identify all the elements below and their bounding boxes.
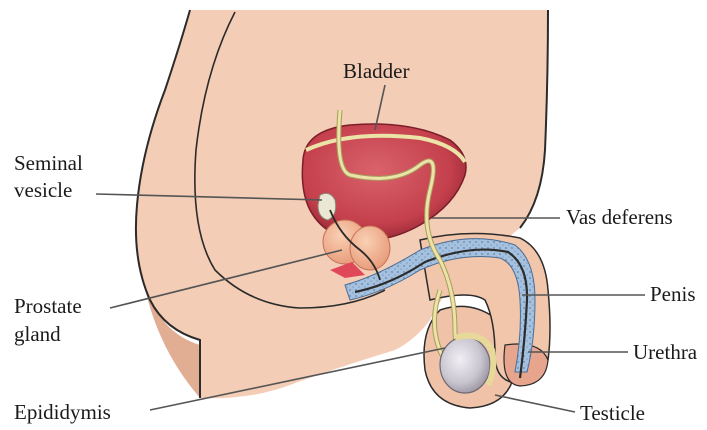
label-epididymis: Epididymis [14,400,111,424]
prostate-right [350,226,390,270]
label-bladder: Bladder [343,59,409,83]
leader-testicle [495,395,575,412]
label-prostate-line2: gland [14,322,61,346]
label-seminal-vesicle-line2: vesicle [14,178,72,202]
label-seminal-vesicle-line1: Seminal [14,151,83,175]
label-prostate-line1: Prostate [14,294,82,318]
label-vas-deferens: Vas deferens [566,205,673,229]
label-testicle: Testicle [580,401,645,425]
label-penis: Penis [650,282,696,306]
label-urethra: Urethra [633,340,698,364]
testicle-body [440,337,490,393]
